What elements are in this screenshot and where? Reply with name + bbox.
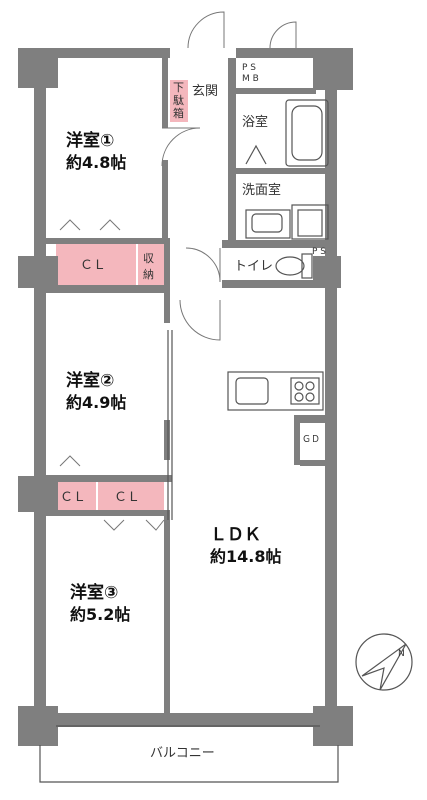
shoe-box-label-2: 駄 xyxy=(173,93,184,107)
storage-label-2: 納 xyxy=(143,268,154,281)
ps-label: P S xyxy=(312,247,326,257)
genkan-label: 玄関 xyxy=(192,84,218,99)
north-label: N xyxy=(398,649,405,659)
room-western3-size: 約5.2帖 xyxy=(70,605,130,624)
closet-1-label: ＣＬ xyxy=(80,258,106,273)
room-ldk-size: 約14.8帖 xyxy=(210,547,281,566)
closet-2-label: ＣＬ xyxy=(60,490,86,505)
closet-1 xyxy=(56,243,136,285)
balcony-label: バルコニー xyxy=(150,746,215,761)
room-western1-name: 洋室① xyxy=(66,130,114,151)
gd-label: ＧＤ xyxy=(302,435,320,445)
shoe-box xyxy=(170,80,188,122)
fixtures xyxy=(39,99,339,783)
closet-3 xyxy=(98,481,164,511)
room-western2-name: 洋室② xyxy=(66,370,114,391)
toilet-label: トイレ xyxy=(234,259,273,274)
compass-icon: N xyxy=(355,633,413,691)
ps-mb-label-1: P S xyxy=(242,63,256,73)
room-western3-name: 洋室③ xyxy=(70,582,118,603)
room-western2-size: 約4.9帖 xyxy=(66,393,126,412)
storage-closet xyxy=(138,243,164,285)
room-western1-size: 約4.8帖 xyxy=(66,153,126,172)
doors xyxy=(59,11,297,531)
shoe-box-label-3: 箱 xyxy=(173,106,184,120)
walls xyxy=(18,48,353,746)
bath-label: 浴室 xyxy=(242,114,268,130)
closet-2 xyxy=(56,481,96,511)
ps-mb-label-2: M B xyxy=(242,74,259,84)
shoe-box-label-1: 下 xyxy=(173,81,184,94)
washroom-label: 洗面室 xyxy=(242,182,281,198)
storage-label-1: 収 xyxy=(143,252,154,265)
room-ldk-name: ＬＤＫ xyxy=(210,525,261,545)
closet-3-label: ＣＬ xyxy=(114,490,140,505)
